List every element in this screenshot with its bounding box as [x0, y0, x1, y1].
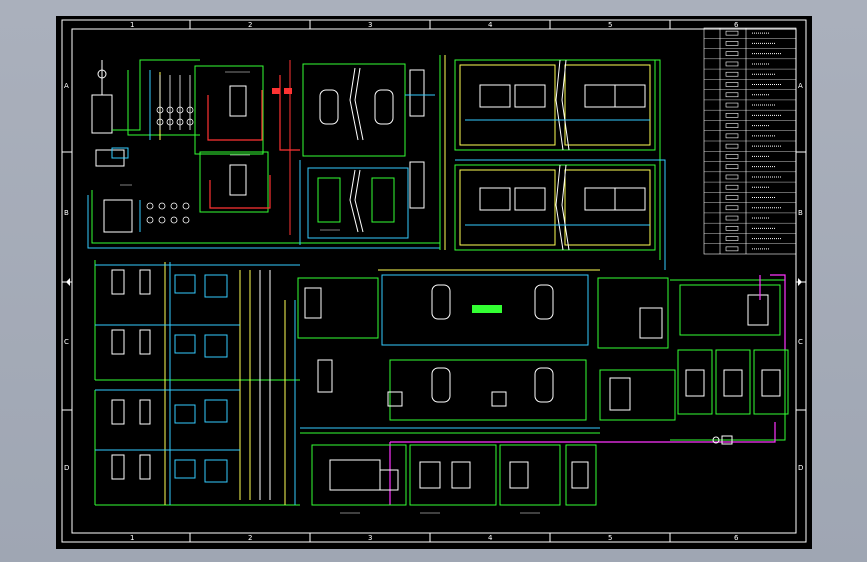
col-label-bottom-6: 6	[734, 534, 739, 542]
central-process-block	[297, 269, 600, 434]
col-label-top-6: 6	[734, 21, 739, 29]
legend-symbol	[725, 61, 739, 67]
legend-symbol	[725, 236, 739, 241]
row-label-left-c: C	[64, 338, 69, 346]
legend-symbol	[725, 71, 739, 77]
filter-bank-top	[302, 63, 435, 157]
column-vessel-2	[409, 161, 425, 209]
legend-symbol	[725, 41, 739, 46]
col-label-bottom-3: 3	[368, 534, 372, 542]
col-label-top-2: 2	[248, 21, 252, 29]
label-ticks	[120, 71, 540, 514]
legend-symbol	[725, 113, 739, 118]
legend-symbol	[725, 215, 739, 221]
col-label-top-3: 3	[368, 21, 372, 29]
filter-4	[371, 177, 395, 223]
legend-symbol	[725, 92, 739, 98]
magenta-lines	[389, 274, 786, 505]
row-label-right-b: B	[798, 209, 803, 217]
right-center-arrow	[798, 278, 802, 286]
sheet-background	[56, 16, 812, 549]
col-label-bottom-5: 5	[608, 534, 612, 542]
legend-symbol	[725, 123, 739, 128]
row-label-right-a: A	[798, 82, 803, 90]
legend-symbol	[725, 226, 739, 231]
legend-symbol	[725, 51, 739, 56]
filter-bank-middle	[307, 161, 425, 239]
inner-border	[71, 28, 797, 534]
legend-symbol	[725, 164, 739, 169]
legend-symbol	[725, 154, 739, 159]
membrane-trains-top	[454, 59, 656, 151]
legend-symbol	[725, 205, 739, 211]
row-label-left-b: B	[64, 209, 69, 217]
outer-border	[61, 19, 807, 543]
legend-symbol	[725, 102, 739, 108]
green-connector	[472, 305, 502, 313]
chemical-feed-units	[677, 349, 789, 445]
storage-tanks-red-loop	[194, 60, 300, 235]
col-label-top-5: 5	[608, 21, 612, 29]
grid-labels: 1 2 3 4 5 6 1 2 3 4 5 6 A B C D A B C D	[64, 21, 803, 542]
row-label-left-a: A	[64, 82, 69, 90]
tank-2	[229, 164, 247, 196]
column-ticks	[62, 20, 806, 542]
main-headers	[87, 55, 666, 270]
filter-3	[317, 177, 341, 223]
left-center-arrow	[66, 278, 70, 286]
col-label-bottom-2: 2	[248, 534, 252, 542]
col-label-bottom-1: 1	[130, 534, 134, 542]
legend-symbol	[725, 184, 739, 190]
dosing-block-b	[103, 199, 190, 233]
filter-2	[374, 89, 394, 125]
legend-symbol	[725, 30, 739, 36]
row-label-right-c: C	[798, 338, 803, 346]
bottom-units	[311, 444, 597, 506]
row-label-left-d: D	[64, 464, 69, 472]
filter-1	[319, 89, 339, 125]
right-process-block	[597, 277, 786, 441]
legend-symbol	[725, 82, 739, 87]
legend-symbol	[725, 133, 739, 139]
legend-symbol	[725, 174, 739, 180]
legend-rows	[704, 30, 796, 252]
top-left-valves	[156, 75, 194, 130]
row-label-right-d: D	[798, 464, 803, 472]
left-unit-column	[94, 260, 300, 506]
legend-symbol	[725, 143, 739, 149]
membrane-trains-middle	[454, 164, 656, 251]
column-vessel	[409, 69, 425, 117]
col-label-top-1: 1	[130, 21, 134, 29]
col-label-top-4: 4	[488, 21, 493, 29]
legend-symbol	[725, 195, 739, 200]
legend-symbol	[725, 246, 739, 252]
col-label-bottom-4: 4	[488, 534, 493, 542]
tank-1	[229, 85, 247, 117]
